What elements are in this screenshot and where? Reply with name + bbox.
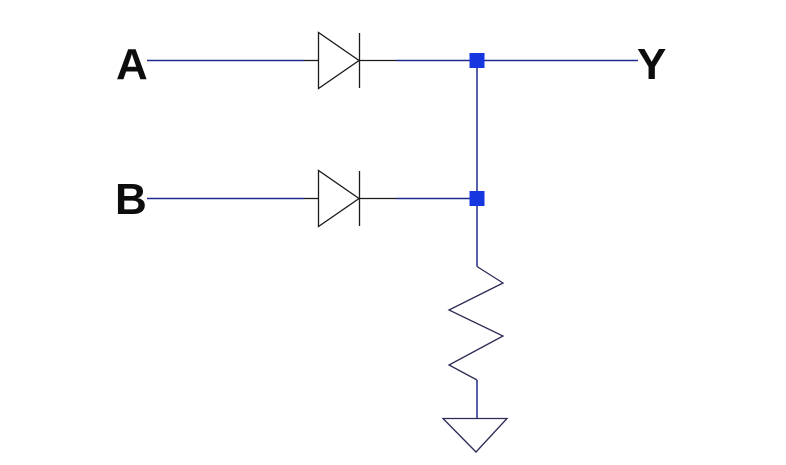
net-label-input-a: A	[116, 40, 148, 89]
resistor-icon	[447, 265, 505, 381]
net-label-output-y: Y	[637, 40, 667, 89]
diode-b-triangle	[317, 169, 361, 228]
diode-b-icon	[304, 169, 396, 228]
ground-icon	[441, 417, 509, 453]
junction-node-a	[469, 53, 485, 68]
junction-node-b	[469, 191, 485, 206]
diode-a-icon	[304, 31, 396, 90]
net-label-input-b: B	[115, 175, 147, 224]
diode-a-triangle	[317, 31, 361, 90]
